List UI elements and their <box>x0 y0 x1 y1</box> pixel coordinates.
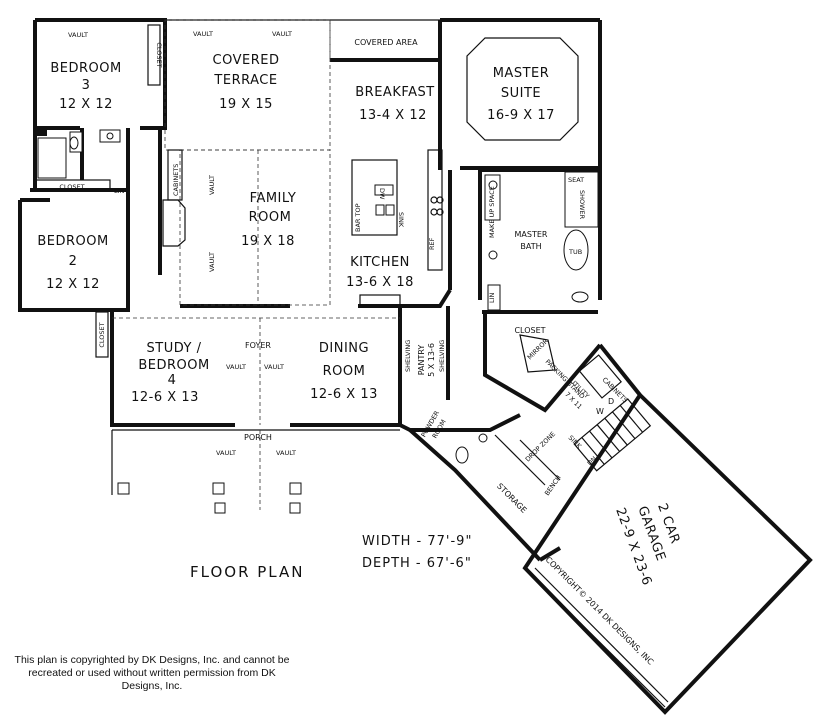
cabinets-label-family: CABINETS <box>172 164 180 196</box>
makeup-label: MAKE UP SPACE <box>488 186 496 238</box>
lin-label-hall: LIN <box>114 187 125 195</box>
sink-label: SINK <box>397 212 405 228</box>
bedroom3-closet-label: CLOSET <box>155 42 163 67</box>
terrace-name2: TERRACE <box>213 73 277 88</box>
plan-title: FLOOR PLAN <box>190 563 304 581</box>
pantry-name: PANTRY <box>417 345 426 376</box>
vault-label-porch-left: VAULT <box>216 449 236 457</box>
seat-label: SEAT <box>568 176 584 184</box>
breakfast-dim: 13-4 X 12 <box>359 108 427 123</box>
tub-label: TUB <box>568 248 582 256</box>
dryer-label: D <box>608 397 614 406</box>
hall-closet-label: CLOSET <box>59 183 84 191</box>
copyright-notice: This plan is copyrighted by DK Designs, … <box>14 654 290 692</box>
study-num: 4 <box>168 373 177 388</box>
bedroom2-num: 2 <box>69 254 78 269</box>
vault-label-terrace-left: VAULT <box>193 30 213 38</box>
master-bath-name1: MASTER <box>515 230 548 239</box>
vault-label-family-lower: VAULT <box>208 252 216 272</box>
porch-label: PORCH <box>244 433 272 442</box>
terrace-dim: 19 X 15 <box>219 97 273 112</box>
dining-dim: 12-6 X 13 <box>310 387 378 402</box>
study-name2: BEDROOM <box>138 358 209 373</box>
terrace-name1: COVERED <box>213 53 280 68</box>
family-dim: 19 X 18 <box>241 234 295 249</box>
bench-label: BENCH <box>543 474 563 497</box>
vault-label-b3: VAULT <box>68 31 88 39</box>
shower-label: SHOWER <box>578 190 586 220</box>
stairs-dn-label: DN <box>586 455 599 468</box>
bedroom2-dim: 12 X 12 <box>46 277 100 292</box>
foyer-label: FOYER <box>245 341 271 350</box>
kitchen-dim: 13-6 X 18 <box>346 275 414 290</box>
bedroom2-name: BEDROOM <box>37 234 108 249</box>
bedroom3-name: BEDROOM <box>50 61 121 76</box>
shelving-label-right: SHELVING <box>438 340 446 372</box>
fixture-labels: VAULT VAULT VAULT VAULT VAULT VAULT VAUL… <box>68 30 629 497</box>
master-closet-label: CLOSET <box>514 326 545 335</box>
vault-label-terrace-right: VAULT <box>272 30 292 38</box>
lin-label-master: LIN <box>488 292 496 303</box>
breakfast-name: BREAKFAST <box>355 85 434 100</box>
bedroom3-dim: 12 X 12 <box>59 97 113 112</box>
family-name1: FAMILY <box>250 191 297 206</box>
sink-label-utility: SINK <box>567 434 584 451</box>
study-closet-label: CLOSET <box>98 322 106 347</box>
cabinets-label-utility: CABINETS <box>601 376 630 405</box>
master-suite-name1: MASTER <box>493 66 550 81</box>
master-bath-name2: BATH <box>520 242 541 251</box>
dw-label: DW <box>378 188 386 200</box>
covered-area-label: COVERED AREA <box>354 38 418 47</box>
oven-label: OVEN <box>436 152 444 171</box>
bar-top-label: BAR TOP <box>354 203 362 232</box>
vault-label-foyer-right: VAULT <box>264 363 284 371</box>
drop-zone-label: DROP ZONE <box>524 430 557 463</box>
bedroom3-num: 3 <box>82 78 91 93</box>
interior-details <box>34 19 669 708</box>
ref-label: REF <box>428 237 436 250</box>
family-name2: ROOM <box>249 210 292 225</box>
storage-label: STORAGE <box>495 482 528 515</box>
kitchen-name: KITCHEN <box>350 255 410 270</box>
vault-label-porch-right: VAULT <box>276 449 296 457</box>
vault-label-foyer-left: VAULT <box>226 363 246 371</box>
dining-name1: DINING <box>319 341 369 356</box>
depth-dimension: DEPTH - 67'-6" <box>362 556 472 571</box>
shelving-label-left: SHELVING <box>404 340 412 372</box>
master-suite-dim: 16-9 X 17 <box>487 108 555 123</box>
dining-name2: ROOM <box>323 364 366 379</box>
master-suite-name2: SUITE <box>501 86 541 101</box>
pantry-dim: 5 X 13-6 <box>427 343 436 377</box>
study-dim: 12-6 X 13 <box>131 390 199 405</box>
width-dimension: WIDTH - 77'-9" <box>362 534 472 549</box>
mirror-label: MIRROR <box>526 337 551 362</box>
study-name1: STUDY / <box>147 341 202 356</box>
washer-label: W <box>596 407 604 416</box>
vault-label-family-upper: VAULT <box>208 175 216 195</box>
